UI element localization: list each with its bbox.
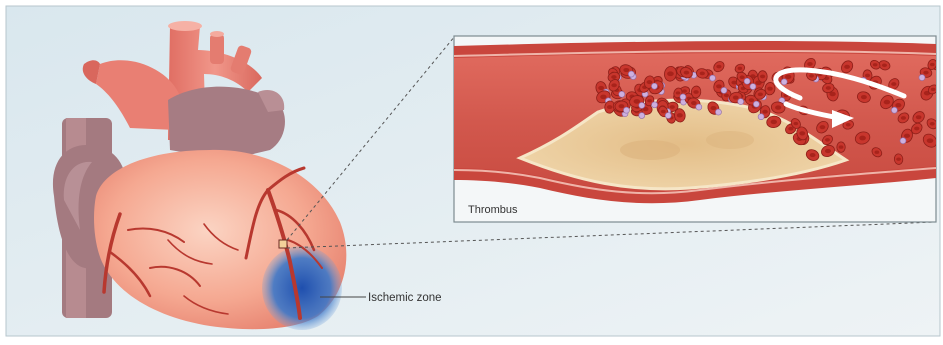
thrombus-red-cell-center [724,94,729,98]
flowing-red-cell-center [820,125,826,129]
platelet [919,75,925,81]
platelet [639,102,645,108]
occlusion-marker [279,240,287,248]
flowing-red-cell-center [875,151,880,154]
flowing-red-cell-center [810,153,816,157]
flowing-red-cell-center [767,87,773,91]
thrombus-red-cell-center [691,101,697,105]
thrombus-red-cell-center [623,68,629,72]
flowing-red-cell-center [785,75,791,80]
thrombus-red-cell-center [700,72,705,76]
flowing-red-cell-center [884,100,890,105]
flowing-red-cell-center [760,75,765,79]
platelet [680,94,686,100]
flowing-red-cell-center [793,122,798,125]
platelet [781,79,787,85]
thrombus-red-cell-center [647,99,652,102]
platelet [652,102,658,108]
thrombus-red-cell-center [710,106,716,110]
platelet [744,78,750,84]
thrombus-red-cell-center [619,104,625,108]
thrombus-red-cell-center [600,95,606,100]
platelet [651,83,657,89]
flowing-red-cell-center [930,122,935,126]
thrombus-red-cell-center [598,86,604,90]
thrombus-red-cell-center [607,105,613,109]
flowing-red-cell-center [882,63,887,67]
flowing-red-cell-center [896,157,901,160]
flowing-red-cell-center [901,116,906,120]
platelet [665,113,671,119]
flowing-red-cell-center [891,82,896,86]
flowing-red-cell-center [923,71,928,75]
platelet [758,114,764,120]
flowing-red-cell-center [861,95,867,99]
platelet [696,104,702,110]
platelet [738,99,744,105]
flowing-red-cell-center [930,63,935,66]
flowing-red-cell-center [865,74,870,78]
thrombus-red-cell-center [611,83,616,87]
platelet [639,113,645,119]
thrombus-red-cell-center [682,89,687,92]
thrombus-red-cell-center [647,80,653,84]
thrombus-red-cell-center [676,91,681,94]
thrombus-red-cell-center [693,90,698,94]
thrombus-red-cell-center [667,71,674,76]
thrombus-red-cell-center [738,67,743,70]
thrombus-red-cell-center [716,65,721,69]
flowing-red-cell-center [799,131,805,135]
flowing-red-cell-center [825,149,831,153]
thrombus-red-cell-center [749,98,754,102]
platelet [750,83,756,89]
flowing-red-cell-center [927,138,934,143]
flowing-red-cell-center [758,92,763,96]
thrombus-red-cell-center [684,71,690,75]
platelet [715,109,721,115]
platelet [900,138,906,144]
thrombus-red-cell-center [716,84,722,88]
flowing-red-cell-center [846,123,851,126]
thrombus-red-cell-center [740,75,745,79]
flowing-red-cell-center [844,65,850,69]
thrombus-red-cell-center [611,75,616,79]
thrombus-red-cell-center [733,95,739,99]
flowing-red-cell-center [775,105,781,109]
flowing-red-cell-center [859,136,866,141]
flowing-red-cell-center [904,134,910,138]
flowing-red-cell-center [931,88,936,91]
flowing-red-cell-center [771,120,777,125]
thrombus-red-cell-center [661,110,666,113]
flowing-red-cell-center [914,127,919,131]
flowing-red-cell-center [788,127,793,131]
platelet [721,87,727,93]
platelet [623,107,629,113]
thrombus-label: Thrombus [468,204,518,216]
thrombus-red-cell-center [634,99,640,104]
flowing-red-cell-center [762,110,767,114]
platelet [753,101,759,107]
platelet [619,91,625,97]
ischemic-zone-label: Ischemic zone [368,292,442,304]
platelet [709,75,715,81]
flowing-red-cell-center [873,63,878,66]
thrombus-red-cell-center [677,113,683,117]
flowing-red-cell-center [839,145,844,148]
thrombus-red-cell-center [670,105,675,109]
platelet [628,71,634,77]
ischemic-zone-patch [262,246,342,330]
flowing-red-cell-center [916,115,922,119]
flowing-red-cell-center [895,103,901,107]
flowing-red-cell-center [826,86,831,90]
flowing-red-cell-center [807,62,813,66]
platelet [891,107,897,113]
flowing-red-cell-center [825,138,830,141]
flowing-red-cell-center [809,74,814,77]
